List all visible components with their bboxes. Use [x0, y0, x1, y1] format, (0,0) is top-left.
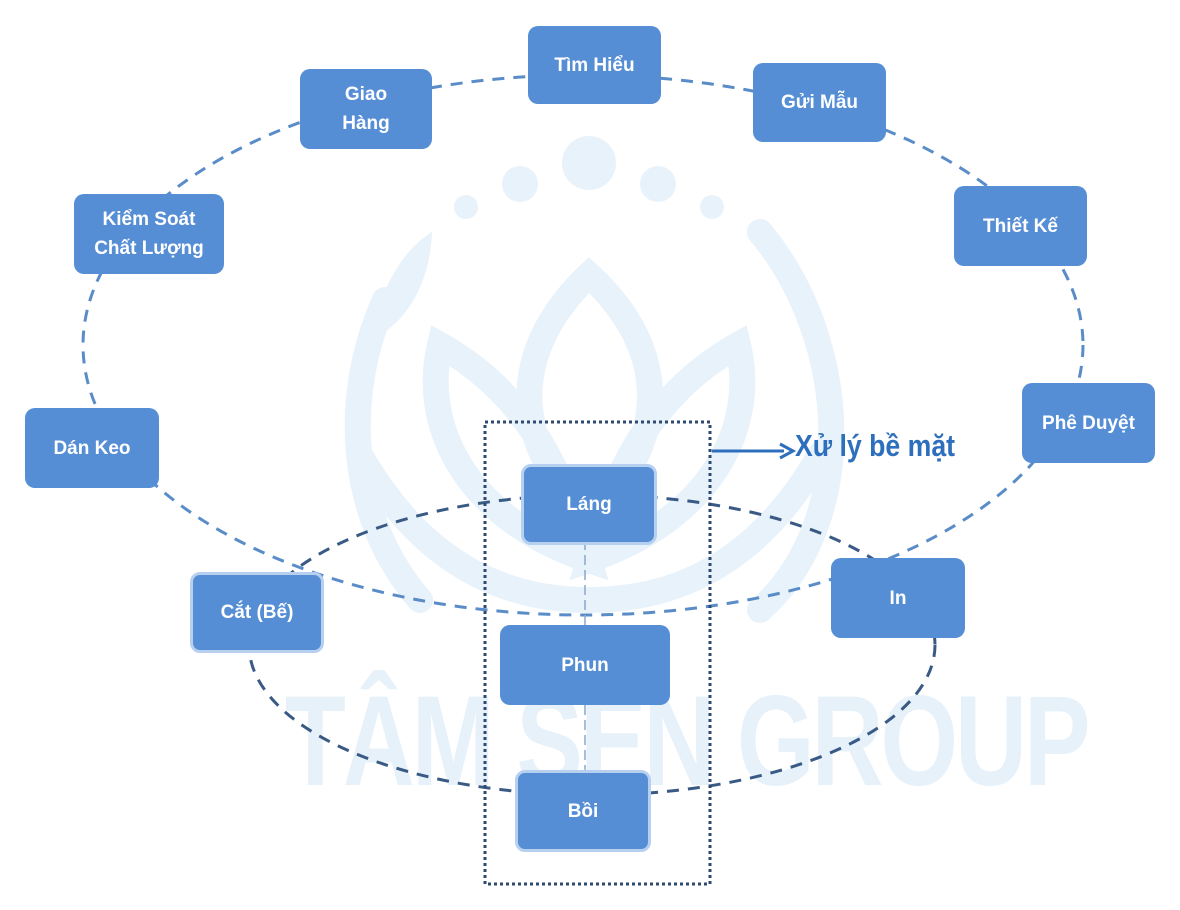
node-kiem-soat-chat-luong[interactable]: Kiểm Soát Chất Lượng — [74, 194, 224, 274]
surface-group-box — [483, 420, 712, 886]
logo-dot — [454, 195, 478, 219]
logo-arc-right — [747, 219, 845, 623]
node-tim-hieu[interactable]: Tìm Hiểu — [528, 26, 661, 104]
node-in[interactable]: In — [831, 558, 965, 638]
node-thiet-ke[interactable]: Thiết Kế — [954, 186, 1087, 266]
node-lang[interactable]: Láng — [521, 464, 657, 545]
logo-dot — [640, 166, 676, 202]
arrow-right-icon — [779, 442, 797, 460]
logo-dot — [562, 136, 616, 190]
logo-dot — [700, 195, 724, 219]
node-boi[interactable]: Bồi — [515, 770, 651, 852]
node-cat-be[interactable]: Cắt (Bế) — [190, 572, 324, 653]
logo-leaf — [372, 232, 432, 340]
logo-dot — [502, 166, 538, 202]
logo-petal-right — [569, 325, 756, 581]
node-phun[interactable]: Phun — [500, 625, 670, 705]
node-dan-keo[interactable]: Dán Keo — [25, 408, 159, 488]
surface-treatment-label: Xử lý bề mặt — [795, 428, 956, 463]
logo-base-curve — [347, 442, 833, 614]
node-giao-hang[interactable]: Giao Hàng — [300, 69, 432, 149]
node-phe-duyet[interactable]: Phê Duyệt — [1022, 383, 1155, 463]
node-gui-mau[interactable]: Gửi Mẫu — [753, 63, 886, 142]
